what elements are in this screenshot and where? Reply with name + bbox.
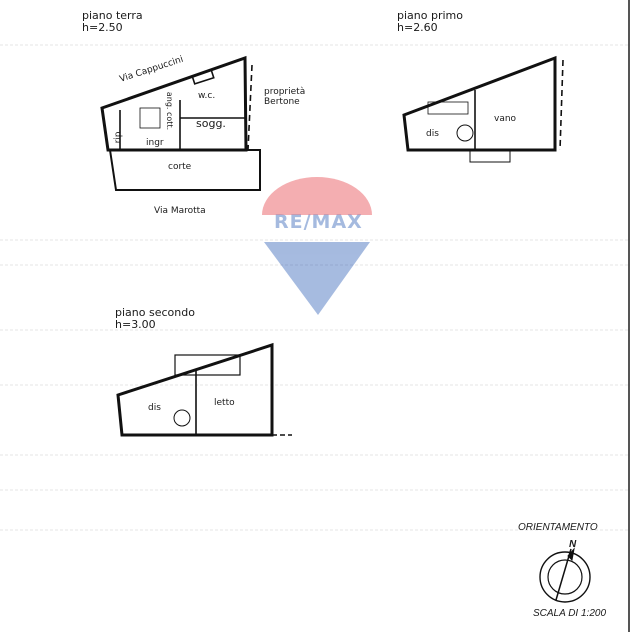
border bbox=[628, 0, 630, 632]
room-label: dis bbox=[426, 129, 439, 139]
floor-title: piano secondo bbox=[115, 306, 195, 319]
floor-height: h=3.00 bbox=[115, 318, 156, 331]
floor-title: piano primo bbox=[397, 9, 463, 22]
room-label: dis bbox=[148, 403, 161, 413]
floor-height: h=2.50 bbox=[82, 21, 123, 34]
neighbor-label: Bertone bbox=[264, 97, 300, 107]
scale-label: SCALA DI 1:200 bbox=[533, 608, 607, 619]
floor-title: piano terra bbox=[82, 9, 143, 22]
room-label: ang. cott. bbox=[165, 91, 175, 131]
watermark-text: RE/MAX bbox=[274, 211, 363, 233]
orientation-title: ORIENTAMENTO bbox=[518, 522, 598, 533]
room-label: corte bbox=[168, 162, 192, 172]
room-label: vano bbox=[494, 114, 517, 124]
plan-piano-terra bbox=[100, 55, 261, 191]
plan-piano-secondo bbox=[116, 342, 292, 437]
neighbor-label: proprietà bbox=[264, 87, 306, 97]
room-label: w.c. bbox=[198, 91, 216, 101]
room-label: letto bbox=[214, 398, 235, 408]
grid-lines bbox=[0, 44, 630, 531]
room-label: rip. bbox=[113, 128, 124, 144]
room-label: sogg. bbox=[196, 117, 226, 130]
room-label: ingr bbox=[146, 138, 164, 148]
plan-piano-primo bbox=[402, 55, 564, 163]
floor-height: h=2.60 bbox=[397, 21, 438, 34]
remax-logo bbox=[262, 177, 372, 315]
north-label: N bbox=[569, 539, 577, 550]
street-label: Via Marotta bbox=[154, 206, 206, 216]
compass-icon bbox=[539, 547, 591, 603]
